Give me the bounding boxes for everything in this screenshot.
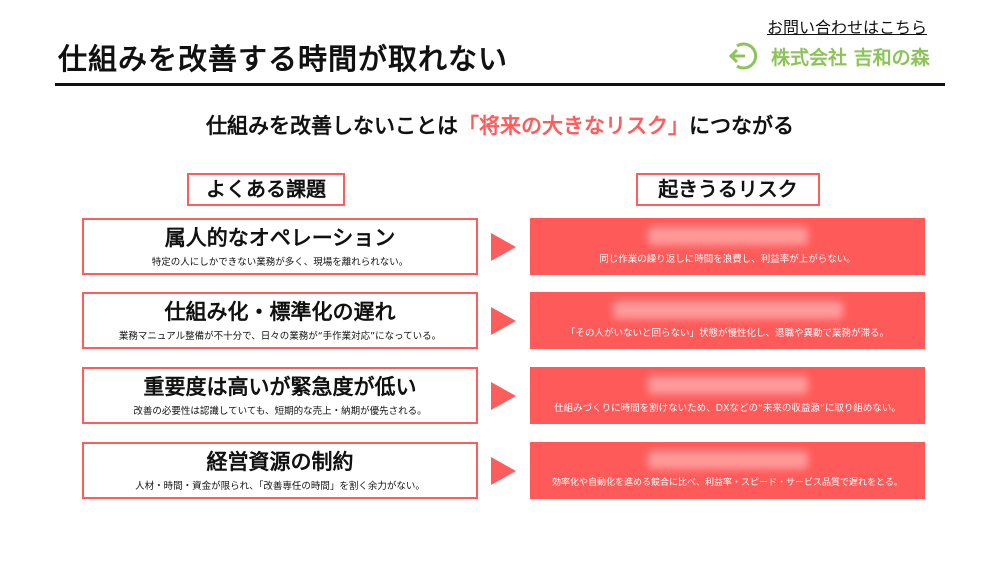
risk-desc: 効率化や自動化を進める競合に比べ、利益率・スピード・サービス品質で遅れをとる。: [551, 478, 903, 488]
blurred-heading: [647, 376, 808, 394]
issue-desc: 業務マニュアル整備が不十分で、日々の業務が“手作業対応”になっている。: [118, 331, 442, 342]
issue-desc: 人材・時間・資金が限られ、「改善専任の時間」を割く余力がない。: [135, 481, 425, 492]
blurred-heading: [647, 227, 808, 245]
logo-icon: [728, 42, 758, 70]
arrow-right-icon: [491, 233, 516, 261]
blurred-heading: [647, 451, 808, 469]
issue-title: 属人的なオペレーション: [164, 226, 396, 250]
subtitle-before: 仕組みを改善しないことは: [206, 114, 458, 138]
issue-desc: 特定の人にしかできない業務が多く、現場を離れられない。: [151, 257, 409, 268]
issue-card: 経営資源の制約人材・時間・資金が限られ、「改善専任の時間」を割く余力がない。: [82, 442, 478, 499]
title-divider: [55, 83, 945, 86]
subtitle: 仕組みを改善しないことは「将来の大きなリスク」につながる: [0, 110, 1000, 140]
subtitle-highlight: 「将来の大きなリスク」: [458, 114, 689, 138]
company-logo: 株式会社 吉和の森: [727, 40, 930, 72]
risk-desc: 同じ作業の繰り返しに時間を浪費し、利益率が上がらない。: [599, 254, 856, 265]
risk-card: 仕組みづくりに時間を割けないため、DXなどの“未来の収益源”に取り組めない。: [530, 367, 925, 424]
arrow-right-icon: [491, 382, 516, 410]
subtitle-after: につながる: [689, 114, 794, 138]
issue-title: 仕組み化・標準化の遅れ: [164, 300, 396, 324]
contact-link[interactable]: お問い合わせはこちら: [767, 18, 928, 37]
arrow-right-icon: [491, 307, 516, 335]
company-name: 株式会社 吉和の森: [771, 46, 930, 69]
issues-label: よくある課題: [187, 173, 345, 206]
page-title: 仕組みを改善する時間が取れない: [58, 42, 509, 76]
arrow-right-icon: [491, 457, 516, 485]
risk-desc: 「その人がいないと回らない」状態が慢性化し、退職や異動で業務が滞る。: [565, 328, 889, 339]
issue-card: 属人的なオペレーション特定の人にしかできない業務が多く、現場を離れられない。: [82, 218, 478, 275]
issue-card: 重要度は高いが緊急度が低い改善の必要性は認識していても、短期的な売上・納期が優先…: [82, 367, 478, 424]
risk-card: 効率化や自動化を進める競合に比べ、利益率・スピード・サービス品質で遅れをとる。: [530, 442, 925, 499]
risk-card: 「その人がいないと回らない」状態が慢性化し、退職や異動で業務が滞る。: [530, 292, 925, 349]
risk-desc: 仕組みづくりに時間を割けないため、DXなどの“未来の収益源”に取り組めない。: [554, 403, 901, 414]
risks-label: 起きうるリスク: [636, 173, 820, 206]
blurred-heading: [612, 301, 843, 319]
issue-title: 経営資源の制約: [206, 450, 354, 474]
issue-title: 重要度は高いが緊急度が低い: [143, 375, 417, 399]
issue-desc: 改善の必要性は認識していても、短期的な売上・納期が優先される。: [133, 406, 427, 417]
risk-card: 同じ作業の繰り返しに時間を浪費し、利益率が上がらない。: [530, 218, 925, 275]
issue-card: 仕組み化・標準化の遅れ業務マニュアル整備が不十分で、日々の業務が“手作業対応”に…: [82, 292, 478, 349]
